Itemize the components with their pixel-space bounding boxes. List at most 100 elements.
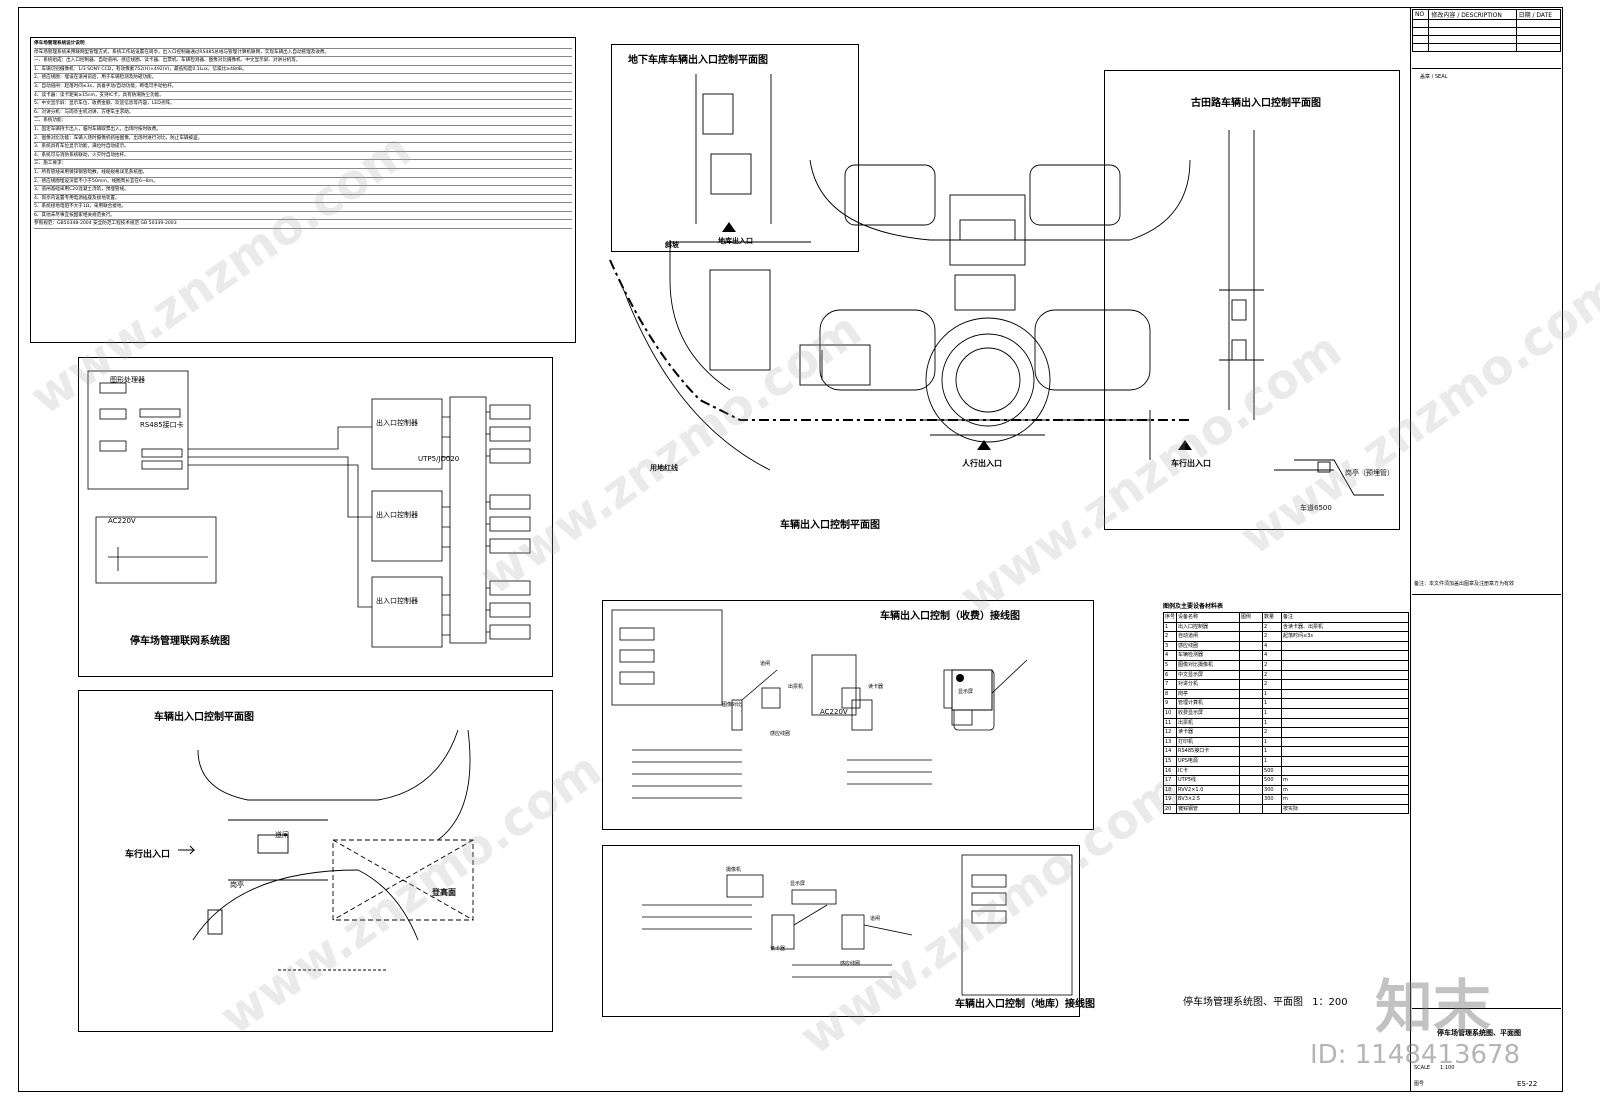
rs485-label: RS485接口卡	[140, 421, 184, 429]
wiring-garage-drawing	[642, 854, 1073, 996]
wiring-charge-drawing	[611, 609, 1028, 799]
table-header-row: 序号 设备名称 图例 数量 备注	[1162, 612, 1409, 623]
notes-line: 参照规范：GB50348-2004 安全防范工程技术规范 GB 50339-20…	[34, 220, 572, 230]
wiring-garage-item: 道闸	[870, 916, 881, 922]
wiring-item: 感应线圈	[770, 731, 791, 737]
power-label: AC220V	[108, 517, 136, 525]
seal-area	[1412, 68, 1561, 595]
fire-access-label: 登高面	[432, 888, 456, 897]
notes-line: 停车场管理系统采用联网型管理方式，系统工作站设置在岗亭，出入口控制器通过RS48…	[34, 49, 572, 58]
notes-line: 2、感应线圈：埋设在道闸前后，用于车辆检测及防砸功能。	[34, 74, 572, 83]
wiring-item: 出票机	[788, 684, 804, 690]
controller-label-3: 出入口控制器	[376, 597, 418, 605]
notes-box	[30, 37, 576, 343]
wiring-item: 图像对比	[722, 702, 743, 708]
site-plan-drawing	[609, 159, 1192, 471]
road-plan-panel	[1104, 70, 1400, 530]
entrance-plan-left-drawing	[178, 729, 474, 971]
wiring-garage-item: 感应线圈	[840, 961, 861, 967]
notes-line: 3、系统具有车位显示功能，满位时自动提示。	[34, 143, 572, 152]
system-network-panel	[78, 357, 553, 677]
system-network-diagram	[87, 370, 531, 648]
entrance-plan-left-panel	[78, 690, 553, 1032]
block-scale: 1:100	[1440, 1065, 1455, 1071]
notes-line: 6、对讲分机：与岗亭主机对讲，方便车主求助。	[34, 109, 572, 118]
cable-label: UTP5/JD020	[418, 455, 460, 463]
wiring-item: 显示屏	[958, 689, 974, 695]
equipment-table-title: 图例及主要设备材料表	[1163, 603, 1224, 610]
block-no: ES-22	[1517, 1080, 1538, 1088]
seal-label: 盖章 / SEAL	[1420, 74, 1448, 80]
controller-label-2: 出入口控制器	[376, 511, 418, 519]
notes-line: 1、固定车辆持卡出入，临时车辆取票出入，出场时按时收费。	[34, 126, 572, 135]
block-no-label: 图号	[1414, 1081, 1425, 1087]
wiring-charge-title: 车辆出入口控制（收费）接线图	[880, 611, 1020, 622]
pedestrian-entrance-label: 人行出入口	[962, 459, 1002, 468]
notes-line: 3、自动道闸：起落时间≤3s，具备手动/自动功能，断电可手动抬杆。	[34, 83, 572, 92]
design-notes: 停车场管理系统设计说明 停车场管理系统采用联网型管理方式，系统工作站设置在岗亭，…	[34, 40, 572, 340]
notes-heading: 停车场管理系统设计说明	[34, 40, 572, 49]
gate-label: 道闸	[275, 831, 289, 839]
notes-line: 2、图像对比功能：车辆入场时摄像机抓拍图像，出场时进行对比，防止车辆被盗。	[34, 135, 572, 144]
main-scale: 1：200	[1312, 997, 1348, 1008]
wiring-item: 读卡器	[868, 684, 884, 690]
notes-line: 4、系统可与消防系统联动，火灾时自动抬杆。	[34, 152, 572, 161]
notes-line: 3、道闸基础采用C20混凝土浇筑，预埋管线。	[34, 186, 572, 195]
road-dim-label: 车道6500	[1300, 504, 1332, 512]
notes-line: 三、施工要求：	[34, 160, 572, 169]
notes-line: 一、系统组成：出入口控制器、自动道闸、感应线圈、读卡器、出票机、车辆检测器、图像…	[34, 57, 572, 66]
header-cell: 序号	[1162, 612, 1178, 623]
entrance-plan-left-title: 车辆出入口控制平面图	[154, 712, 254, 723]
wiring-garage-item: 显示屏	[790, 881, 806, 887]
network-center-label: 图形处理器	[110, 376, 145, 384]
wiring-item: 道闸	[760, 661, 771, 667]
wiring-charge-panel	[602, 600, 1094, 830]
block-scale-label: SCALE	[1414, 1065, 1431, 1071]
revision-header: NO	[1411, 9, 1430, 20]
revision-header: 日期 / DATE	[1515, 9, 1562, 20]
wiring-garage-panel	[602, 845, 1080, 1017]
header-cell: 备注	[1281, 612, 1409, 623]
road-note-label: 岗亭（预埋管）	[1345, 469, 1394, 477]
block-note: 备注：本文件须加盖出图章及注册章方为有效	[1414, 581, 1515, 587]
wiring-garage-title: 车辆出入口控制（地库）接线图	[955, 999, 1095, 1010]
title-block	[1410, 7, 1563, 1092]
main-title-row: 停车场管理系统图、平面图 1：200	[1183, 993, 1348, 1008]
header-cell: 图例	[1239, 612, 1264, 623]
boundary-label: 用地红线	[650, 464, 678, 472]
booth-label: 岗亭	[230, 881, 244, 889]
road-plan-drawing	[1219, 130, 1384, 496]
notes-line: 4、读卡器：读卡距离≥15cm，支持IC卡，具有防潮防尘功能。	[34, 92, 572, 101]
wiring-power-label: AC220V	[820, 708, 848, 716]
notes-line: 6、其他未尽事宜按国家相关规范执行。	[34, 212, 572, 221]
notes-line: 2、感应线圈埋设深度不小于50mm，线圈周长宜在6~8m。	[34, 178, 572, 187]
road-plan-title: 古田路车辆出入口控制平面图	[1191, 98, 1321, 109]
wiring-garage-item: 摄像机	[726, 867, 742, 873]
site-plan-title: 车辆出入口控制平面图	[780, 520, 880, 531]
main-title: 停车场管理系统图、平面图	[1183, 997, 1303, 1008]
watermark-logo: 知末	[1375, 973, 1492, 1041]
garage-plan-drawing	[671, 74, 811, 243]
header-cell: 数量	[1262, 612, 1283, 623]
watermark-id: ID: 1148413678	[1310, 1040, 1521, 1070]
notes-line: 1、车辆识别摄像机：1/3 SONY CCD，有效像素752(H)×492(V)…	[34, 66, 572, 75]
